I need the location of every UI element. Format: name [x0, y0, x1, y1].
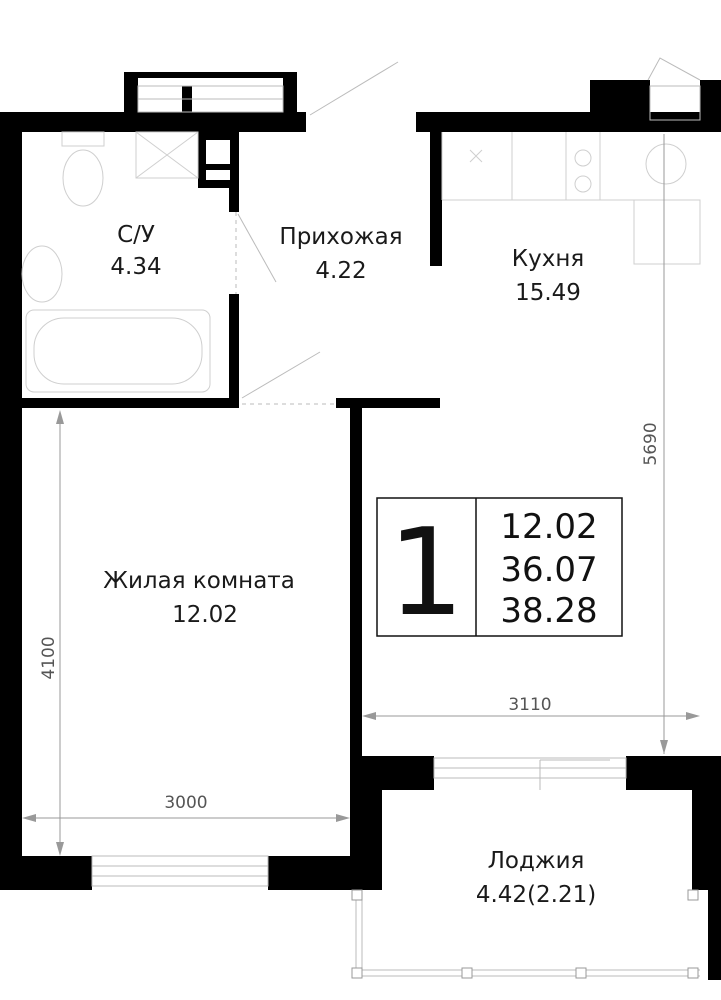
living-label: Жилая комната — [103, 568, 295, 594]
dimension-lines — [22, 134, 700, 856]
toilet-bowl — [62, 149, 104, 207]
shaft-inner-b — [206, 170, 230, 180]
loggia-railing — [351, 889, 721, 980]
kitchen-width-dim: 3110 — [508, 695, 551, 715]
window-living-glass — [91, 855, 269, 887]
kitchen-label: Кухня — [512, 246, 584, 272]
wall-top-window-bar — [124, 72, 297, 78]
window-top-right-glass — [649, 85, 701, 121]
shower-tray — [135, 131, 199, 179]
wall-top-right-block — [590, 80, 650, 120]
wall-top-right-edge — [700, 80, 721, 132]
hallway-area: 4.22 — [315, 258, 366, 284]
summary-box: 1 12.02 36.07 38.28 — [376, 497, 623, 643]
wall-living-kitchen-top — [336, 398, 440, 408]
bath-door-swing — [237, 213, 277, 283]
wall-loggia-left — [354, 756, 382, 890]
living-height-dim: 4100 — [39, 636, 59, 679]
bathtub — [25, 309, 211, 393]
bathroom-area: 4.34 — [110, 254, 161, 280]
toilet-tank — [61, 131, 105, 147]
wall-loggia-right — [692, 756, 721, 890]
kitchen-sink — [645, 143, 687, 185]
windows — [91, 85, 701, 887]
wall-top-window-left — [124, 72, 138, 114]
wall-bath-right-lower — [229, 294, 239, 408]
living-area: 12.02 — [172, 602, 238, 628]
top-right-door — [647, 57, 701, 81]
wall-top-window-right — [283, 72, 297, 114]
living-area-stat: 12.02 — [500, 507, 597, 547]
kitchen-height-dim: 5690 — [641, 422, 661, 465]
wall-top-window-mid — [182, 86, 192, 114]
wall-bottom-left-a — [0, 856, 92, 890]
entry-door-swing — [309, 61, 399, 116]
shaft-inner-a — [206, 140, 230, 164]
total-with-loggia-stat: 38.28 — [500, 591, 597, 631]
wall-hall-kitchen — [430, 130, 442, 266]
kitchen-window-door — [539, 759, 610, 790]
wall-left — [0, 112, 22, 890]
rooms-count: 1 — [388, 504, 464, 643]
fixtures — [21, 131, 701, 393]
wall-top-right — [416, 112, 721, 132]
wall-top-left — [0, 112, 306, 132]
bath-sink — [21, 245, 63, 303]
walls — [0, 72, 721, 890]
hallway-label: Прихожая — [279, 224, 402, 250]
living-door-swing — [241, 351, 321, 399]
total-area-stat: 36.07 — [500, 550, 597, 590]
kitchen-area: 15.49 — [515, 280, 581, 306]
bathroom-label: С/У — [117, 222, 155, 248]
loggia-area: 4.42(2.21) — [476, 882, 596, 908]
loggia-label: Лоджия — [488, 848, 585, 874]
living-width-dim: 3000 — [164, 793, 207, 813]
wall-bath-bottom — [20, 398, 239, 408]
kitchen-counter — [441, 132, 701, 265]
summary-frame — [376, 497, 623, 637]
doors — [235, 57, 701, 790]
